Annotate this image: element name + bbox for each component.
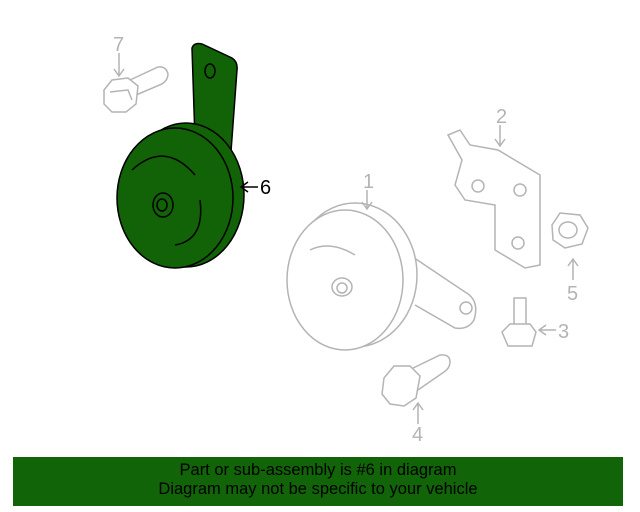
part-5-nut[interactable] [551, 212, 589, 249]
callout-3[interactable]: 3 [558, 321, 569, 343]
part-1-horn[interactable] [286, 202, 477, 351]
part-3-bolt[interactable] [501, 297, 537, 347]
callout-1[interactable]: 1 [363, 171, 374, 193]
callout-2[interactable]: 2 [496, 106, 507, 128]
callout-5[interactable]: 5 [567, 283, 578, 305]
callout-7[interactable]: 7 [113, 34, 124, 56]
part-7-bolt[interactable] [103, 66, 169, 113]
callout-4[interactable]: 4 [412, 424, 423, 446]
banner-line-2: Diagram may not be specific to your vehi… [158, 480, 478, 498]
disclaimer-banner: Part or sub-assembly is #6 in diagram Di… [13, 457, 623, 506]
part-4-bolt[interactable] [381, 354, 451, 407]
part-6-horn[interactable] [116, 42, 245, 269]
banner-line-1: Part or sub-assembly is #6 in diagram [179, 461, 457, 479]
part-2-bracket[interactable] [446, 129, 541, 269]
callout-6[interactable]: 6 [260, 177, 271, 199]
